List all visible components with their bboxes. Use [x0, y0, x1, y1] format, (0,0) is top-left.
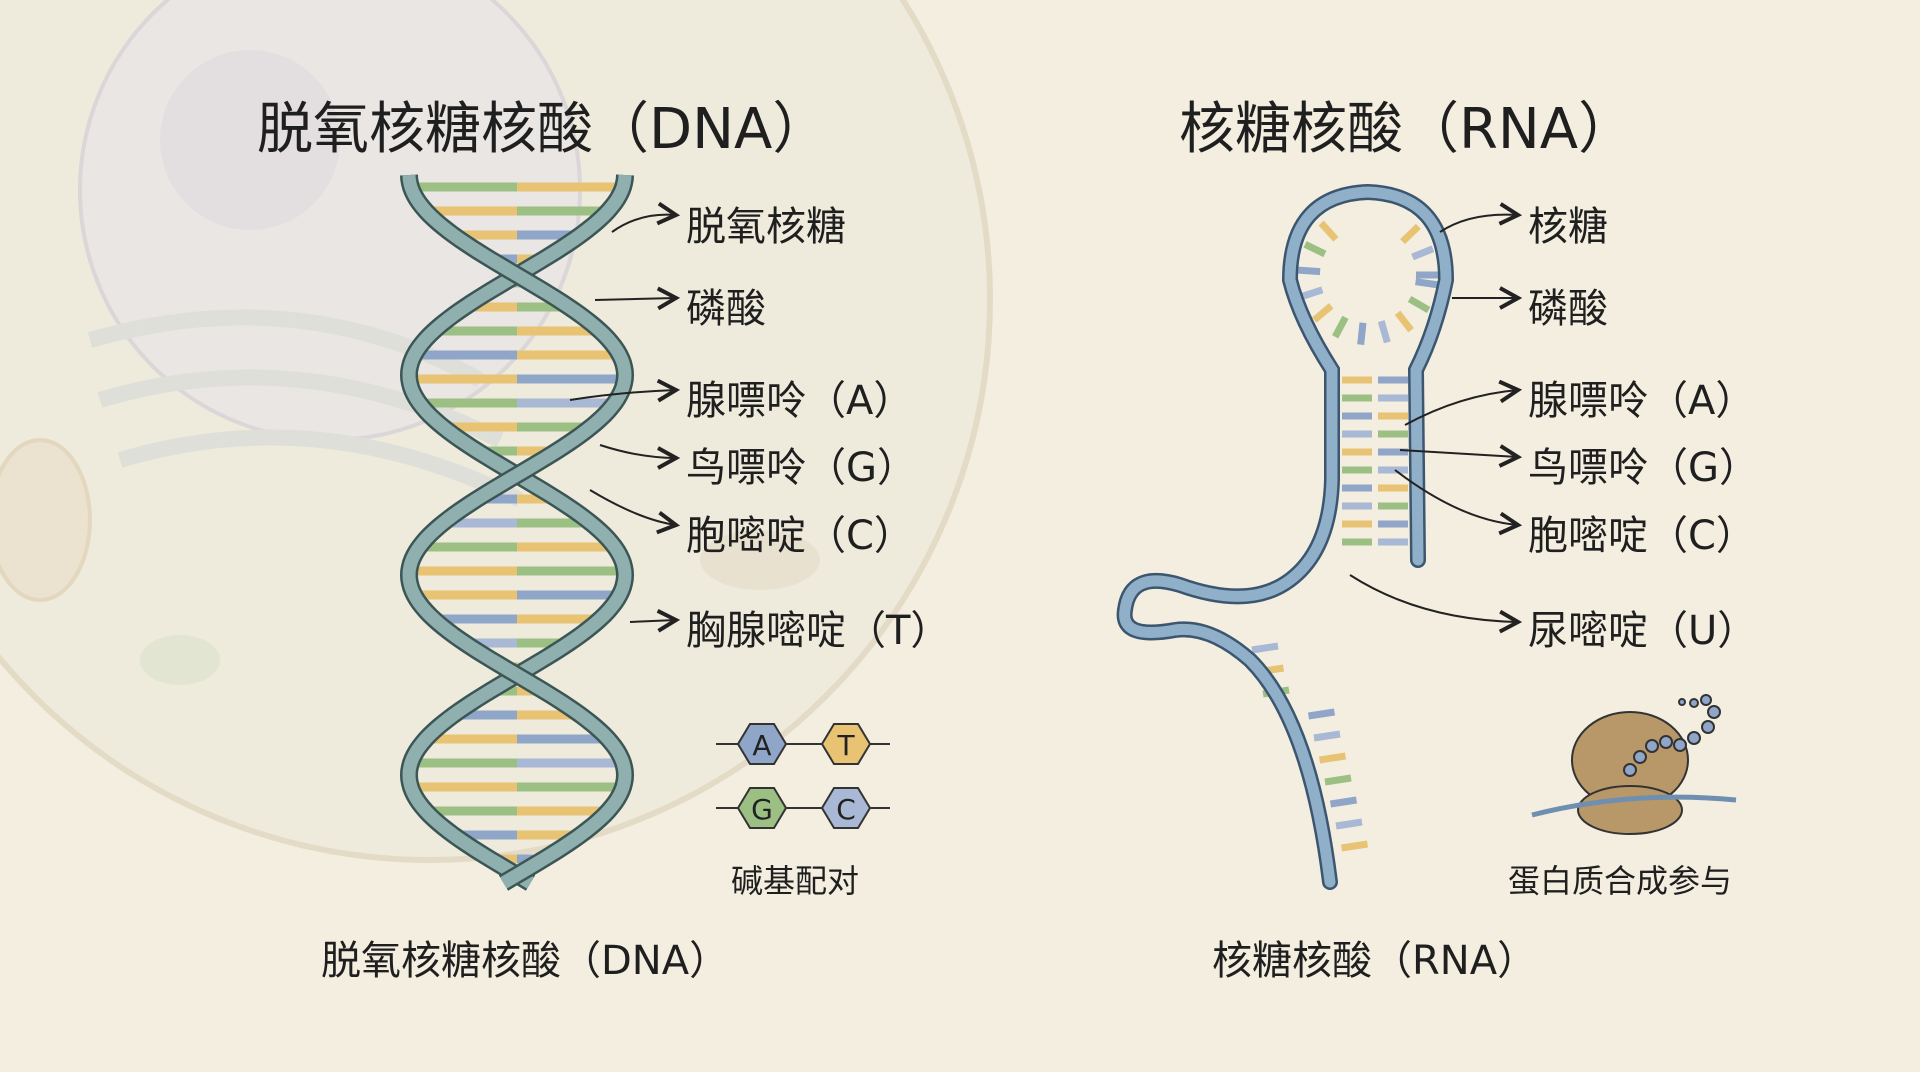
guanine-hexagon — [736, 787, 788, 829]
dna-label-adenine: 腺嘌呤（A） — [686, 378, 914, 424]
base-pairing-caption: 碱基配对 — [731, 862, 860, 900]
rna-base — [1400, 223, 1421, 245]
dna-label-arrows — [569, 215, 676, 622]
rna-base — [1297, 266, 1321, 276]
rna-label-ribose: 核糖 — [1528, 204, 1608, 250]
rna-base — [1407, 295, 1431, 314]
pair-t: T — [836, 729, 855, 762]
rna-label-adenine: 腺嘌呤（A） — [1528, 378, 1756, 424]
rna-base — [1312, 303, 1334, 323]
sugar-phosphate-backbone — [402, 174, 632, 889]
rna-base — [1313, 730, 1341, 742]
rna-caption: 核糖核酸（RNA） — [1212, 938, 1538, 984]
rna-title: 核糖核酸（RNA） — [1179, 97, 1635, 162]
rna-base — [1329, 796, 1358, 808]
rna-base — [1318, 220, 1339, 242]
dna-double-helix — [399, 174, 635, 891]
rna-base — [1394, 310, 1414, 333]
rna-base — [1411, 245, 1435, 261]
dna-label-cytosine: 胞嘧啶（C） — [686, 513, 914, 559]
dna-label-deoxyribose: 脱氧核糖 — [686, 204, 846, 250]
rna-label-uracil: 尿嘧啶（U） — [1528, 608, 1758, 654]
rna-base — [1300, 286, 1324, 300]
rna-base — [1332, 315, 1349, 339]
protein-synthesis-caption: 蛋白质合成参与 — [1508, 862, 1733, 900]
rna-base — [1318, 752, 1347, 764]
rna-base — [1303, 241, 1327, 258]
sugar-phosphate-backbone — [402, 174, 632, 889]
rna-base — [1357, 322, 1367, 345]
dna-label-guanine: 鸟嘌呤（G） — [686, 445, 917, 491]
rna-backbone — [1116, 183, 1455, 890]
cytosine-hexagon — [820, 787, 872, 829]
ribosome-illustration — [1531, 694, 1737, 835]
rna-base — [1335, 818, 1363, 830]
dna-title: 脱氧核糖核酸（DNA） — [257, 97, 829, 162]
dna-label-thymine: 胸腺嘧啶（T） — [686, 608, 951, 654]
thymine-hexagon — [820, 723, 872, 765]
pair-a: A — [752, 729, 771, 762]
dna-label-phosphate: 磷酸 — [686, 286, 766, 332]
rna-base — [1340, 840, 1369, 852]
rna-hairpin-strand — [1116, 183, 1455, 890]
rna-base — [1415, 278, 1438, 289]
rna-label-arrows — [1349, 215, 1518, 622]
rna-label-phosphate: 磷酸 — [1528, 286, 1608, 332]
pair-g: G — [751, 793, 773, 826]
pair-c: C — [836, 793, 856, 826]
dna-caption: 脱氧核糖核酸（DNA） — [321, 938, 730, 984]
rna-base — [1251, 642, 1279, 654]
rna-base — [1377, 320, 1391, 344]
rna-base — [1324, 774, 1352, 786]
rna-backbone — [1119, 186, 1452, 888]
base-pairing-legend: A T G C — [716, 723, 890, 829]
adenine-hexagon — [736, 723, 788, 765]
rna-label-guanine: 鸟嘌呤（G） — [1528, 445, 1759, 491]
rna-base — [1307, 708, 1336, 720]
rna-label-cytosine: 胞嘧啶（C） — [1528, 513, 1756, 559]
